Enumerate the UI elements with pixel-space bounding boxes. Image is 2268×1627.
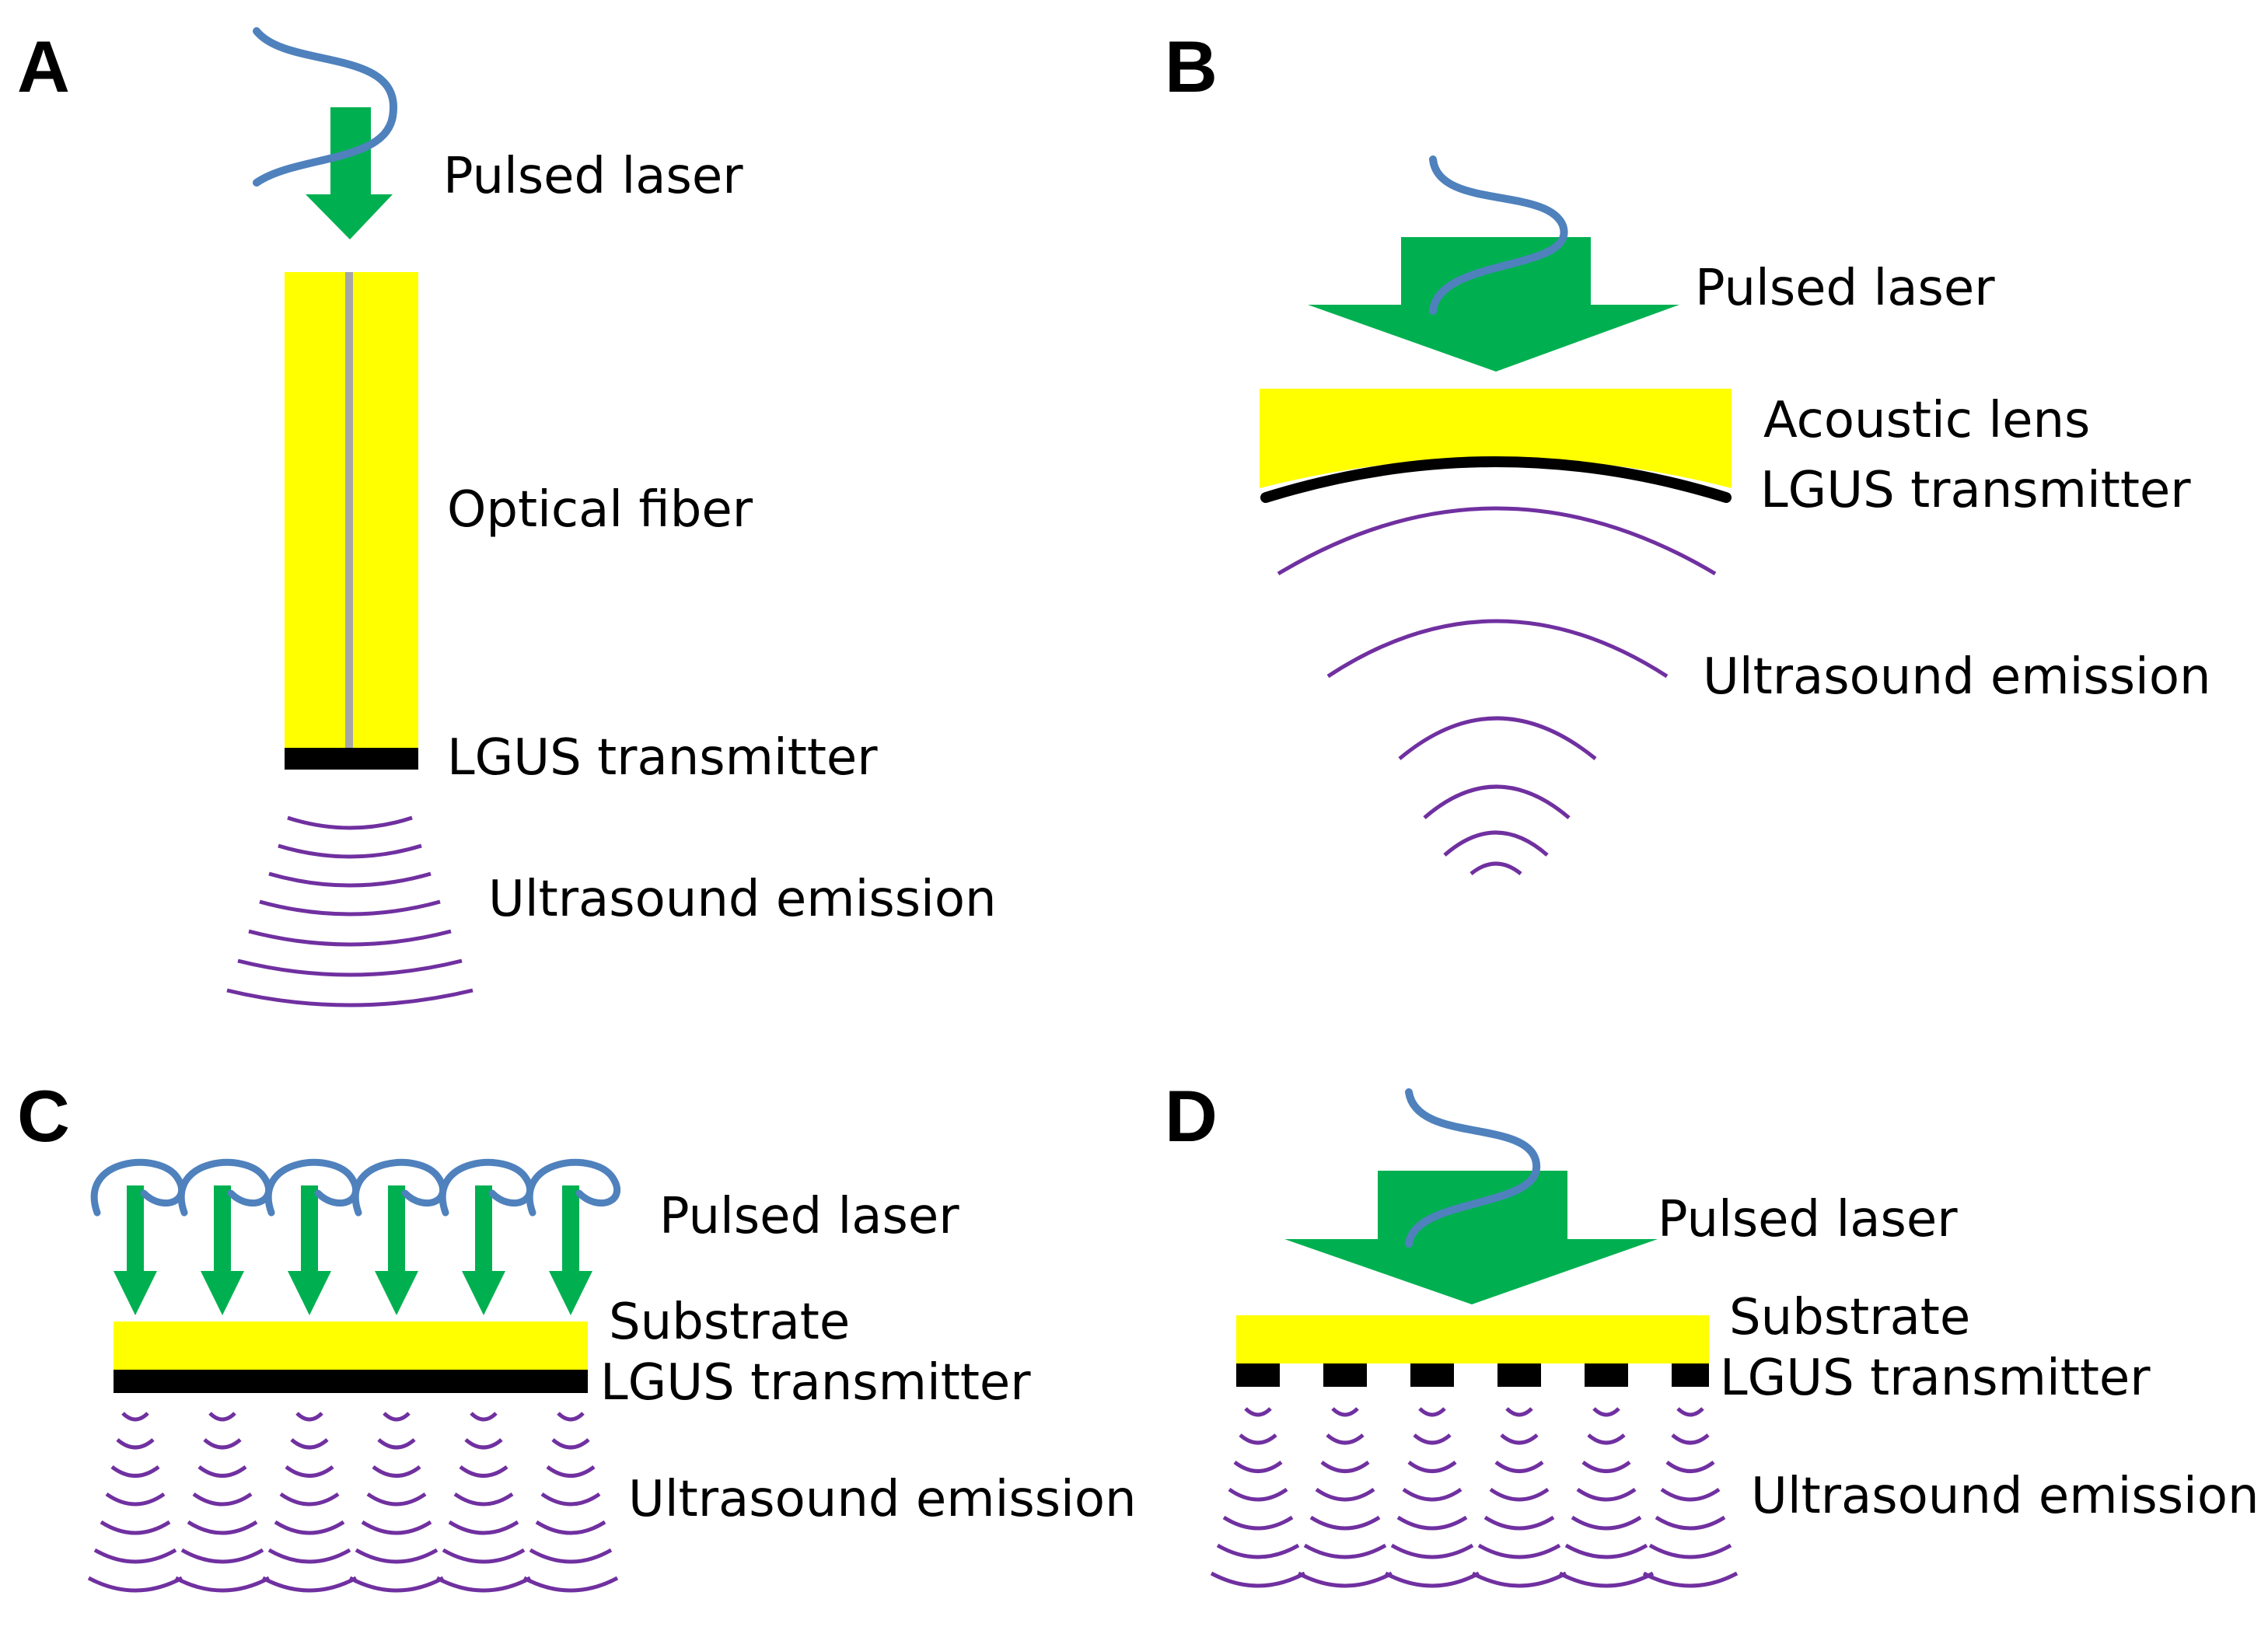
panel-c-transmitter-label: LGUS transmitter [600, 1354, 1031, 1412]
panel-b-acoustic-lens-label: Acoustic lens [1763, 392, 2090, 449]
panel-d-substrate-label: Substrate [1729, 1289, 1970, 1346]
panel-a: A Pulsed laser Optical fiber LGUS transm… [17, 26, 997, 1007]
panel-c: C [17, 1075, 1137, 1593]
panel-a-laser-arrow [306, 107, 393, 239]
panel-a-laser-wave [253, 27, 398, 187]
panel-a-emission-label: Ultrasound emission [488, 871, 997, 928]
panel-a-ultrasound-waves [226, 815, 474, 1007]
panel-b-ultrasound-waves [1277, 506, 1717, 875]
panel-d-wave-column [1471, 1407, 1567, 1588]
panel-d-transmitter-label: LGUS transmitter [1720, 1349, 2151, 1407]
panel-d-transmitter-element [1236, 1363, 1280, 1387]
panel-c-emission-label: Ultrasound emission [628, 1471, 1137, 1528]
panel-c-laser-arrow [177, 1159, 273, 1315]
panel-c-wave-column [174, 1412, 271, 1593]
panel-a-optical-fiber [285, 272, 418, 748]
panel-d-wave-column [1384, 1407, 1480, 1588]
panel-d-transmitter-element [1497, 1363, 1541, 1387]
panel-d-transmitter-element [1585, 1363, 1628, 1387]
panel-d: D Pulsed laser Substrate LGUS transmitte… [1165, 1075, 2259, 1588]
panel-b-pulsed-laser-label: Pulsed laser [1695, 260, 1995, 317]
panel-c-laser-arrow [90, 1159, 186, 1315]
panel-d-lgus-transmitter [1236, 1363, 1709, 1387]
panel-b-transmitter-label: LGUS transmitter [1760, 462, 2191, 519]
panel-d-wave-column [1210, 1407, 1306, 1588]
panel-d-transmitter-element [1410, 1363, 1454, 1387]
panel-c-ultrasound-waves [87, 1412, 619, 1593]
panel-c-laser-arrow [264, 1159, 360, 1315]
panel-d-emission-label: Ultrasound emission [1751, 1468, 2259, 1525]
panel-b-laser-wave [1429, 155, 1568, 315]
panel-d-laser-wave [1405, 1088, 1541, 1248]
panel-letter-d: D [1165, 1075, 1218, 1157]
panel-c-wave-column [522, 1412, 619, 1593]
panel-d-laser-arrow [1284, 1171, 1658, 1304]
panel-a-lgus-transmitter [285, 748, 418, 770]
panel-b-acoustic-lens [1260, 389, 1732, 488]
panel-b-laser-arrow [1308, 237, 1679, 372]
panel-b-lgus-transmitter [1260, 456, 1732, 503]
panel-c-pulsed-laser-label: Pulsed laser [659, 1188, 959, 1245]
panel-a-transmitter-label: LGUS transmitter [447, 729, 878, 787]
panel-c-substrate [114, 1322, 588, 1370]
panel-d-pulsed-laser-label: Pulsed laser [1658, 1191, 1958, 1248]
panel-letter-c: C [17, 1075, 70, 1157]
panel-b: B Pulsed laser Acoustic lens LGUS transm… [1165, 26, 2211, 875]
panel-d-wave-column [1642, 1407, 1739, 1588]
panel-c-wave-column [261, 1412, 358, 1593]
panel-d-ultrasound-waves [1210, 1407, 1739, 1588]
panel-c-laser-arrows [90, 1159, 621, 1315]
panel-a-optical-fiber-label: Optical fiber [447, 481, 753, 539]
panel-b-emission-label: Ultrasound emission [1703, 648, 2211, 706]
panel-c-lgus-transmitter [114, 1370, 588, 1393]
panel-d-transmitter-element [1672, 1363, 1709, 1387]
panel-d-substrate [1236, 1315, 1709, 1363]
panel-d-transmitter-element [1323, 1363, 1367, 1387]
panel-c-laser-arrow [439, 1159, 534, 1315]
panel-c-laser-arrow [351, 1159, 447, 1315]
panel-c-wave-column [435, 1412, 532, 1593]
panel-a-pulsed-laser-label: Pulsed laser [443, 148, 743, 205]
panel-d-wave-column [1297, 1407, 1393, 1588]
panel-c-wave-column [348, 1412, 445, 1593]
panel-c-substrate-label: Substrate [609, 1294, 850, 1351]
panel-d-wave-column [1558, 1407, 1655, 1588]
panel-letter-a: A [17, 26, 70, 107]
panel-c-wave-column [87, 1412, 183, 1593]
panel-c-laser-arrow [526, 1159, 621, 1315]
panel-letter-b: B [1165, 26, 1218, 107]
